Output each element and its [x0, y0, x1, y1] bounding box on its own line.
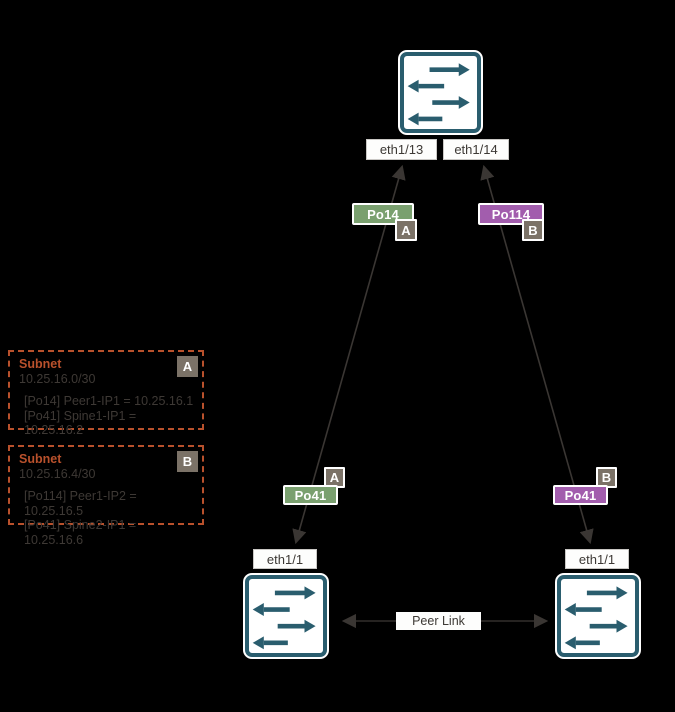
uplink-right-line [480, 164, 594, 545]
bottom-left-switch [245, 575, 327, 657]
subnet-badge-b-top: B [522, 219, 544, 241]
switch-icon [252, 586, 316, 650]
subnet-a-box: Subnet 10.25.16.0/30 [Po14] Peer1-IP1 = … [8, 350, 204, 437]
peer-link-label: Peer Link [396, 612, 481, 630]
bottom-right-switch [557, 575, 639, 657]
subnet-a-corner-badge: A [177, 356, 198, 377]
uplink-left-line [292, 164, 406, 545]
subnet-b-line-1: [Po114] Peer1-IP2 = 10.25.16.5 [24, 489, 137, 518]
subnet-a-cidr: 10.25.16.0/30 [19, 372, 96, 386]
switch-icon [564, 586, 628, 650]
port-channel-po41-left: Po41 [283, 485, 338, 505]
subnet-b-corner-badge: B [177, 451, 198, 472]
port-label-eth1-13: eth1/13 [366, 139, 437, 160]
subnet-b-cidr: 10.25.16.4/30 [19, 467, 96, 481]
port-label-eth1-1-left: eth1/1 [253, 549, 317, 569]
port-label-eth1-14: eth1/14 [443, 139, 509, 160]
port-label-eth1-1-right: eth1/1 [565, 549, 629, 569]
subnet-b-box: Subnet 10.25.16.4/30 [Po114] Peer1-IP2 =… [8, 445, 204, 547]
switch-icon [407, 63, 470, 126]
subnet-a-title: Subnet [19, 357, 62, 371]
subnet-b-title: Subnet [19, 452, 62, 466]
subnet-a-line-1: [Po14] Peer1-IP1 = 10.25.16.1 [24, 394, 194, 408]
subnet-b-line-2: [Po41] Spine2-IP1 = 10.25.16.6 [24, 518, 137, 547]
subnet-badge-a-top: A [395, 219, 417, 241]
top-switch [400, 52, 481, 133]
port-channel-po41-right: Po41 [553, 485, 608, 505]
subnet-a-line-2: [Po41] Spine1-IP1 = 10.25.16.2 [24, 408, 137, 438]
